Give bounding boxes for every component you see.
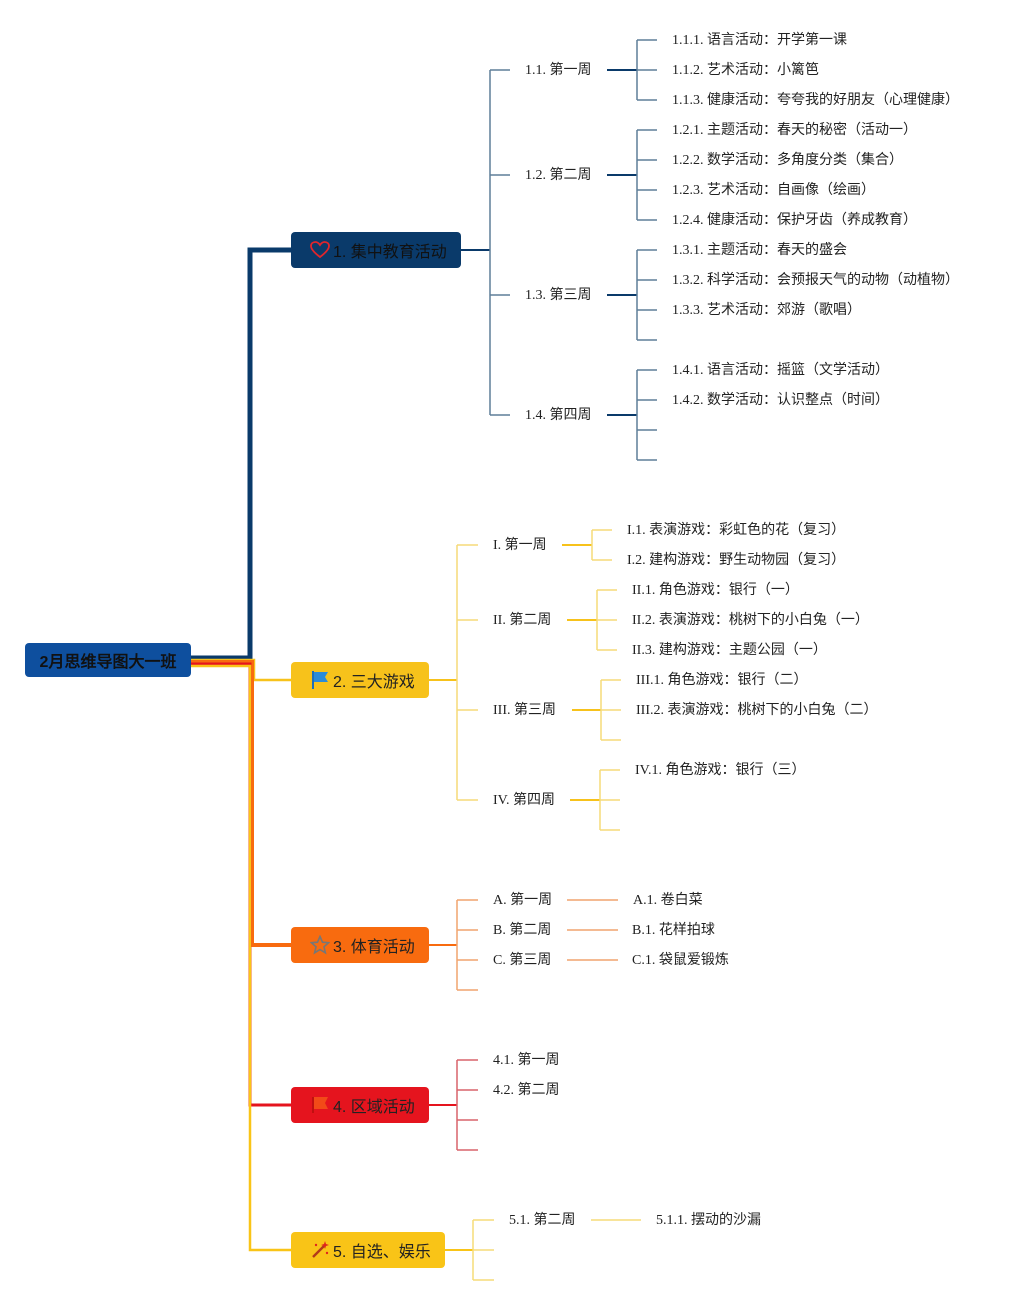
week-node[interactable]: C. 第三周: [493, 953, 552, 968]
activity-node[interactable]: 1.3.2. 科学活动：会预报天气的动物（动植物）: [672, 273, 959, 288]
branch-label: 5. 自选、娱乐: [333, 1244, 431, 1261]
branch-label: 4. 区域活动: [333, 1099, 415, 1116]
activity-node[interactable]: 1.2.1. 主题活动：春天的秘密（活动一）: [672, 123, 917, 138]
root-label: 2月思维导图大一班: [39, 654, 177, 671]
flag-icon: [309, 669, 331, 691]
activity-node[interactable]: 1.4.2. 数学活动：认识整点（时间）: [672, 393, 889, 408]
week-node[interactable]: III. 第三周: [493, 703, 556, 718]
activity-node[interactable]: C.1. 袋鼠爱锻炼: [632, 953, 729, 968]
week-node[interactable]: 1.2. 第二周: [525, 168, 592, 183]
branch-node-sports[interactable]: 3. 体育活动: [291, 927, 429, 963]
heart-icon: [309, 239, 331, 261]
root-node[interactable]: 2月思维导图大一班: [25, 643, 191, 677]
activity-node[interactable]: 1.2.2. 数学活动：多角度分类（集合）: [672, 153, 903, 168]
week-node[interactable]: B. 第二周: [493, 923, 552, 938]
activity-node[interactable]: 1.4.1. 语言活动：摇篮（文学活动）: [672, 363, 889, 378]
activity-node[interactable]: I.2. 建构游戏：野生动物园（复习）: [627, 553, 846, 568]
activity-node[interactable]: III.1. 角色游戏：银行（二）: [636, 673, 808, 688]
activity-node[interactable]: 1.1.3. 健康活动：夸夸我的好朋友（心理健康）: [672, 93, 959, 108]
star-icon: [309, 934, 331, 956]
branch-node-free-play[interactable]: 5. 自选、娱乐: [291, 1232, 445, 1268]
trunk-line-area: [191, 662, 291, 1107]
week-node[interactable]: 1.4. 第四周: [525, 408, 592, 423]
activity-node[interactable]: 1.2.4. 健康活动：保护牙齿（养成教育）: [672, 213, 917, 228]
week-node[interactable]: IV. 第四周: [493, 793, 555, 808]
branch-label: 1. 集中教育活动: [333, 244, 447, 261]
week-node[interactable]: A. 第一周: [493, 893, 553, 908]
trunk-line-sports: [191, 660, 291, 947]
activity-node[interactable]: I.1. 表演游戏：彩虹色的花（复习）: [627, 523, 846, 538]
activity-node[interactable]: A.1. 卷白菜: [633, 893, 703, 908]
activity-node[interactable]: 1.3.3. 艺术活动：郊游（歌唱）: [672, 303, 861, 318]
banner-flag-icon: [309, 1094, 331, 1116]
activity-node[interactable]: II.3. 建构游戏：主题公园（一）: [632, 643, 827, 658]
branch-node-education[interactable]: 1. 集中教育活动: [291, 232, 461, 268]
branch-label: 3. 体育活动: [333, 939, 415, 956]
activity-node[interactable]: III.2. 表演游戏：桃树下的小白兔（二）: [636, 703, 878, 718]
activity-node[interactable]: 1.2.3. 艺术活动：自画像（绘画）: [672, 183, 875, 198]
trunk-line-education: [191, 247, 291, 661]
activity-node[interactable]: II.2. 表演游戏：桃树下的小白兔（一）: [632, 613, 869, 628]
branch-label: 2. 三大游戏: [333, 674, 415, 691]
week-node[interactable]: 1.3. 第三周: [525, 288, 592, 303]
trunk-line-free-play: [191, 664, 291, 1252]
week-node[interactable]: 4.2. 第二周: [493, 1083, 560, 1098]
activity-node[interactable]: 1.1.2. 艺术活动：小篱笆: [672, 63, 819, 78]
activity-node[interactable]: IV.1. 角色游戏：银行（三）: [635, 763, 806, 778]
activity-node[interactable]: 1.1.1. 语言活动：开学第一课: [672, 33, 847, 48]
branch-node-area[interactable]: 4. 区域活动: [291, 1087, 429, 1123]
activity-node[interactable]: II.1. 角色游戏：银行（一）: [632, 583, 799, 598]
activity-node[interactable]: 5.1.1. 摆动的沙漏: [656, 1213, 761, 1228]
week-node[interactable]: II. 第二周: [493, 613, 552, 628]
week-node[interactable]: 1.1. 第一周: [525, 63, 592, 78]
week-node[interactable]: 5.1. 第二周: [509, 1213, 576, 1228]
activity-node[interactable]: 1.3.1. 主题活动：春天的盛会: [672, 243, 847, 258]
activity-node[interactable]: B.1. 花样拍球: [632, 923, 715, 938]
magic-wand-icon: [309, 1239, 331, 1261]
week-node[interactable]: I. 第一周: [493, 538, 547, 553]
week-node[interactable]: 4.1. 第一周: [493, 1053, 560, 1068]
branch-node-games[interactable]: 2. 三大游戏: [291, 662, 429, 698]
